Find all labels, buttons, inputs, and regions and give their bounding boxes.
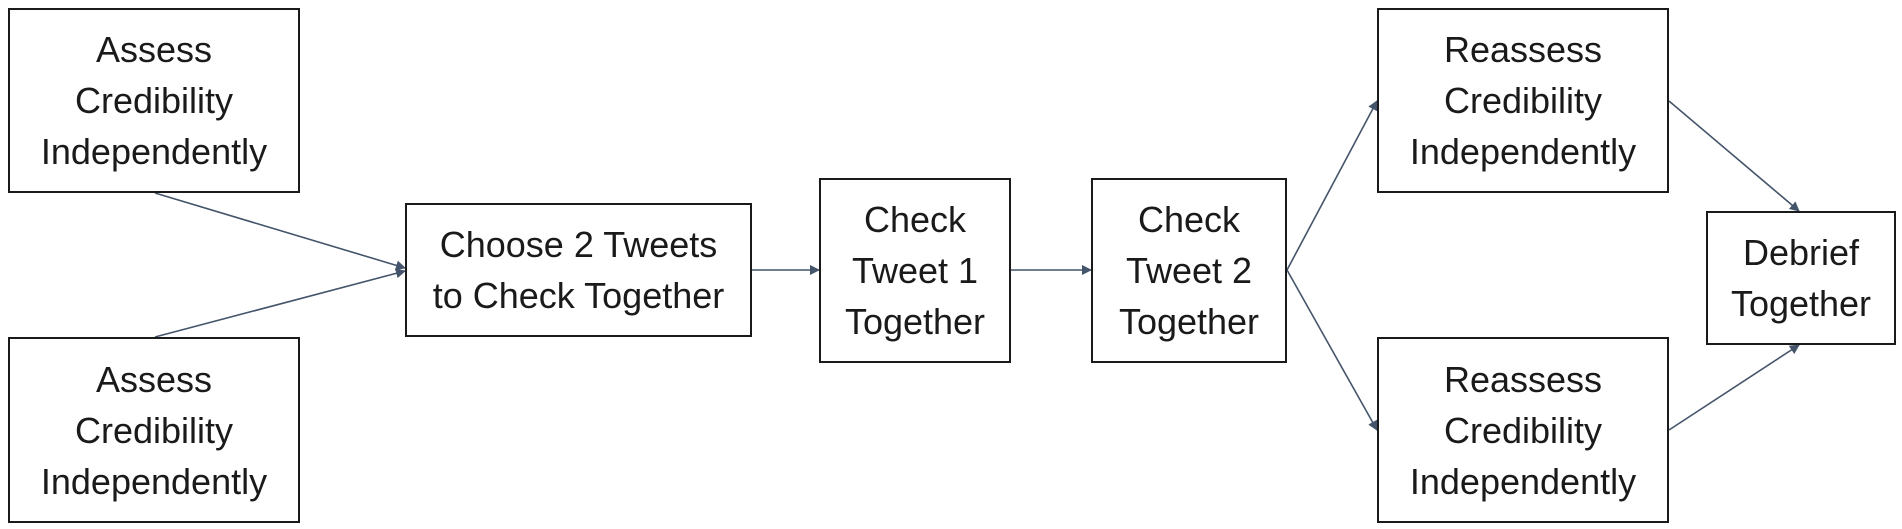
node-label-line: Tweet 1 xyxy=(851,250,979,291)
node-label-line: Credibility xyxy=(1443,80,1603,121)
arrow-assess-top-to-choose xyxy=(154,192,406,271)
node-label-line: Independently xyxy=(40,460,268,502)
arrow-reassess-bottom-to-debrief xyxy=(1668,344,1800,431)
node-label-line: Independently xyxy=(40,131,268,172)
node-assess-credibility-bottom: Assess Credibility Independently xyxy=(8,337,300,523)
node-label-line: Check xyxy=(863,199,967,240)
node-label-line: Credibility xyxy=(1443,409,1603,451)
node-check-tweet-1: Check Tweet 1 Together xyxy=(819,178,1011,363)
node-label-line: Assess xyxy=(95,358,213,400)
node-label-line: Independently xyxy=(1409,131,1637,172)
node-label-line: Together xyxy=(1118,301,1260,342)
node-label-line: to Check Together xyxy=(432,275,725,316)
node-assess-credibility-top: Assess Credibility Independently xyxy=(8,8,300,193)
node-choose-tweets: Choose 2 Tweets to Check Together xyxy=(405,203,752,337)
node-reassess-credibility-top: Reassess Credibility Independently xyxy=(1377,8,1669,193)
node-label-line: Credibility xyxy=(74,80,234,121)
arrow-reassess-top-to-debrief xyxy=(1668,100,1800,212)
node-debrief-together: Debrief Together xyxy=(1706,211,1896,345)
node-label-line: Reassess xyxy=(1443,358,1603,400)
arrow-assess-bottom-to-choose xyxy=(154,268,406,338)
arrow-check2-to-reassess-top xyxy=(1286,100,1378,271)
node-label-line: Check xyxy=(1137,199,1241,240)
arrow-check2-to-reassess-bottom xyxy=(1286,269,1378,431)
node-label-line: Tweet 2 xyxy=(1125,250,1253,291)
node-label-line: Independently xyxy=(1409,460,1637,502)
node-label-line: Debrief xyxy=(1742,232,1860,273)
node-label-line: Together xyxy=(1730,283,1872,324)
node-label-line: Assess xyxy=(95,29,213,70)
node-check-tweet-2: Check Tweet 2 Together xyxy=(1091,178,1287,363)
node-label-line: Reassess xyxy=(1443,29,1603,70)
node-label-line: Together xyxy=(844,301,986,342)
node-label-line: Credibility xyxy=(74,409,234,451)
node-label-line: Choose 2 Tweets xyxy=(439,224,718,265)
node-reassess-credibility-bottom: Reassess Credibility Independently xyxy=(1377,337,1669,523)
